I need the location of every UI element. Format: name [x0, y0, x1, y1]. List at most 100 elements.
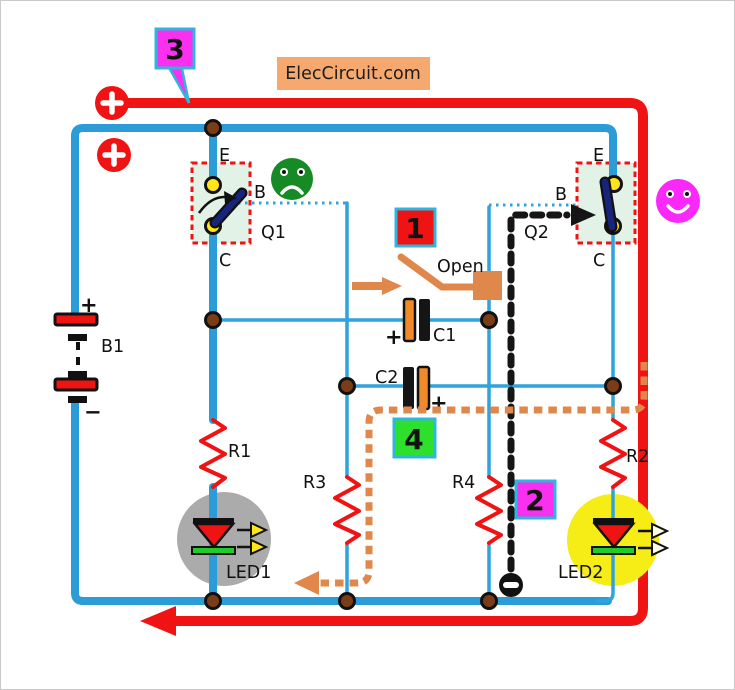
- brand-box: [277, 57, 430, 90]
- callout-step3-label: 3: [165, 33, 184, 66]
- battery-b1: + B1 −: [53, 293, 124, 424]
- junction-dot: [338, 377, 356, 395]
- minus-circle-icon: [499, 573, 523, 597]
- switch-body: [473, 271, 502, 300]
- sad-face-icon: [271, 158, 313, 200]
- junction-dot: [338, 592, 356, 610]
- capacitor-c1: + C1: [385, 297, 456, 349]
- wire-led2: [596, 485, 615, 603]
- led2-emission-arrows: [638, 522, 670, 557]
- switch-state-label: Open: [437, 257, 484, 277]
- callout-step4: 4: [392, 417, 437, 459]
- led2-anode-bar: [593, 518, 634, 523]
- q2-collector-label: C: [593, 251, 605, 271]
- callout-step4-label: 4: [404, 423, 423, 456]
- q2-emitter-label: E: [593, 146, 604, 166]
- c1-polarity-label: +: [385, 325, 403, 349]
- junction-dots: [204, 119, 622, 610]
- callout-box: [154, 27, 196, 70]
- q1-emitter-label: E: [219, 146, 230, 166]
- callout-step2: 2: [514, 479, 557, 520]
- led1-triangle: [192, 522, 236, 549]
- resistors: [199, 418, 627, 545]
- switch-lever: [397, 253, 477, 291]
- plus-circle-icon: [97, 138, 131, 172]
- left-arrow-icon: [140, 606, 176, 636]
- r1-label: R1: [228, 442, 251, 462]
- junction-dot: [480, 592, 498, 610]
- power-switch: Open: [352, 253, 502, 300]
- brand-banner: ElecCircuit.com: [277, 57, 430, 90]
- c2-plate-negative: [403, 367, 414, 409]
- battery-minus-label: −: [84, 400, 102, 424]
- led2-triangle: [592, 522, 636, 549]
- resistor-r3-symbol: [333, 475, 361, 545]
- battery-plate-negative-bottom: [68, 396, 87, 403]
- q2-base-label: B: [555, 185, 567, 205]
- r4-label: R4: [452, 473, 475, 493]
- callout-step3: 3: [154, 27, 196, 104]
- junction-dot: [604, 377, 622, 395]
- transistor-q1-box: [190, 161, 252, 245]
- transistor-q1: [197, 176, 248, 235]
- led1-emission-arrows: [237, 521, 269, 556]
- callout-step2-label: 2: [525, 484, 544, 517]
- q1-open-motion-arrow: [197, 195, 227, 214]
- battery-plate-negative-mid: [68, 371, 87, 378]
- c2-ref-label: C2: [375, 368, 398, 388]
- junction-dot: [204, 119, 222, 137]
- led2-symbol: LED2: [558, 518, 670, 583]
- orange-flow-wire: [314, 362, 648, 587]
- resistor-r4-symbol: [475, 475, 503, 545]
- q1-emitter-contact: [204, 176, 222, 194]
- wire-top-rail: [71, 124, 617, 320]
- callout-box: [394, 207, 437, 248]
- r3-label: R3: [303, 473, 326, 493]
- led2-cathode-bar: [591, 546, 636, 555]
- resistor-r1-symbol: [199, 418, 227, 489]
- battery-plate-negative-top: [68, 334, 87, 341]
- c1-ref-label: C1: [433, 326, 456, 346]
- flow-path-2-black: [499, 204, 596, 597]
- labels: E B C Q1 E B C Q2 R1 R2 R3 R4: [219, 146, 649, 493]
- flow-path-4-orange: [294, 362, 648, 595]
- led2-label: LED2: [558, 563, 603, 583]
- c1-plate-negative: [419, 299, 430, 341]
- battery-plus-label: +: [80, 293, 98, 317]
- callout-box: [392, 417, 437, 459]
- callout-step1: 1: [394, 207, 437, 248]
- led1-symbol: LED1: [191, 518, 271, 583]
- battery-plate-positive-bottom: [53, 377, 99, 392]
- junction-dot: [480, 311, 498, 329]
- q1-base-label: B: [254, 183, 266, 203]
- wire-bottom-rail: [71, 398, 612, 605]
- callout-step1-label: 1: [405, 212, 424, 245]
- resistor-r2-symbol: [599, 418, 627, 489]
- battery-ref-label: B1: [101, 337, 124, 357]
- transistor-q2: [599, 175, 623, 235]
- led1-anode-bar: [193, 518, 234, 523]
- right-arrow-icon: [352, 277, 402, 295]
- brand-label: ElecCircuit.com: [285, 64, 421, 84]
- black-flow-arrowhead: [571, 204, 596, 226]
- led1-cathode-bar: [191, 546, 236, 555]
- c2-plate-positive: [416, 365, 431, 411]
- led1-halo: [177, 492, 271, 586]
- r2-label: R2: [626, 447, 649, 467]
- c1-plate-positive: [402, 297, 417, 343]
- battery-plate-positive-top: [53, 312, 99, 327]
- q1-open-motion-arrowhead: [224, 191, 237, 204]
- plus-circle-icon: [95, 86, 129, 120]
- q1-collector-label: C: [219, 251, 231, 271]
- q1-ref-label: Q1: [261, 223, 286, 243]
- q2-lever-closed: [601, 178, 616, 231]
- q1-lever-open: [211, 189, 246, 227]
- junction-dot: [204, 592, 222, 610]
- callout-box: [514, 479, 557, 520]
- orange-flow-arrowhead: [294, 571, 319, 595]
- happy-face-icon: [656, 179, 700, 223]
- led1-label: LED1: [226, 563, 271, 583]
- black-flow-wire: [507, 211, 571, 573]
